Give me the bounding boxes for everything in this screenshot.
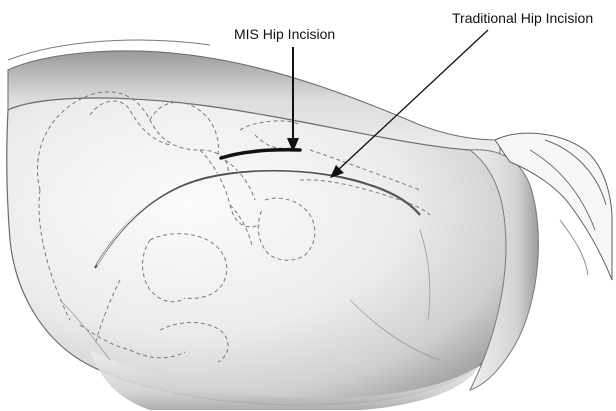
- cloth-fold-line-3: [560, 220, 588, 275]
- mis-incision-label: MIS Hip Incision: [234, 27, 335, 41]
- traditional-incision-label: Traditional Hip Incision: [452, 11, 593, 25]
